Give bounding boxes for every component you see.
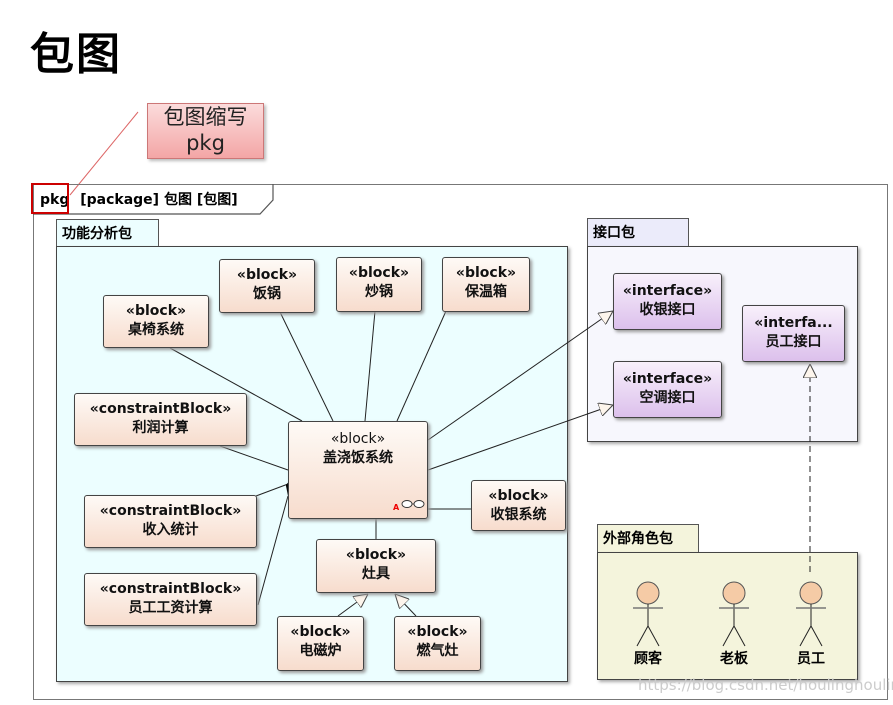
stereotype: «constraintBlock» — [99, 503, 242, 519]
package-actors[interactable] — [597, 552, 858, 680]
block-name: 保温箱 — [465, 284, 507, 300]
stereotype: «block» — [345, 547, 407, 563]
package-name-interface: 接口包 — [593, 225, 635, 241]
diagram-frame — [33, 184, 888, 700]
interface-shouyin[interactable]: «interface» 收银接口 — [613, 273, 722, 330]
stereotype: «constraintBlock» — [89, 401, 232, 417]
block-name: 炒锅 — [365, 284, 393, 300]
stereotype: «block» — [348, 265, 410, 281]
block-zaoju[interactable]: «block» 灶具 — [316, 539, 436, 593]
block-name: 电磁炉 — [299, 643, 342, 659]
package-name-actors: 外部角色包 — [603, 531, 673, 547]
stereotype: «block» — [290, 624, 351, 640]
callout-leader-line — [69, 111, 139, 196]
actor-yuangong[interactable]: 员工 — [797, 651, 825, 667]
actor-laoban[interactable]: 老板 — [720, 651, 748, 667]
stereotype: «interfa... — [754, 315, 833, 331]
block-name: 灶具 — [362, 566, 390, 582]
interface-yuangong[interactable]: «interfa... 员工接口 — [742, 305, 845, 362]
package-tab-interface[interactable]: 接口包 — [587, 218, 689, 247]
block-name: 收银系统 — [490, 507, 547, 523]
frame-name: [package] 包图 [包图] — [80, 192, 238, 208]
block-main[interactable]: «block» 盖浇饭系统 A — [288, 421, 428, 519]
package-tab-actors[interactable]: 外部角色包 — [597, 524, 699, 553]
stereotype: «block» — [488, 488, 549, 504]
stereotype: «block» — [407, 624, 468, 640]
watermark: https://blog.csdn.net/houlinghouling — [638, 676, 893, 694]
stereotype: «block» — [330, 431, 386, 447]
stereotype: «constraintBlock» — [99, 581, 242, 597]
frame-keyword: pkg — [40, 192, 70, 208]
block-fanguo[interactable]: «block» 饭锅 — [219, 259, 315, 313]
callout-line2: pkg — [186, 131, 225, 155]
block-name: 燃气灶 — [416, 643, 459, 659]
stereotype: «block» — [455, 265, 517, 281]
stereotype: «block» — [236, 267, 298, 283]
block-name: 盖浇饭系统 — [323, 450, 393, 466]
block-shouru[interactable]: «constraintBlock» 收入统计 — [84, 495, 257, 548]
block-gongzi[interactable]: «constraintBlock» 员工工资计算 — [84, 573, 257, 626]
block-shouyin[interactable]: «block» 收银系统 — [471, 480, 566, 531]
block-name: 桌椅系统 — [128, 322, 184, 338]
actor-guke[interactable]: 顾客 — [634, 651, 662, 667]
block-ranqizao[interactable]: «block» 燃气灶 — [394, 616, 481, 671]
stereotype: «block» — [125, 303, 187, 319]
package-tab-functional[interactable]: 功能分析包 — [56, 219, 159, 247]
block-diancilu[interactable]: «block» 电磁炉 — [277, 616, 364, 671]
interface-name: 员工接口 — [765, 334, 822, 350]
callout-note: 包图缩写 pkg — [147, 103, 264, 159]
block-lirun[interactable]: «constraintBlock» 利润计算 — [74, 393, 247, 446]
pkg-highlight-box — [31, 183, 69, 214]
adornment-a: A — [393, 503, 400, 512]
block-name: 收入统计 — [142, 522, 199, 538]
interface-name: 收银接口 — [639, 302, 696, 318]
block-chaoguo[interactable]: «block» 炒锅 — [336, 257, 422, 312]
stereotype: «interface» — [622, 283, 713, 299]
block-zhuoyi[interactable]: «block» 桌椅系统 — [103, 295, 209, 348]
stereotype: «interface» — [622, 371, 713, 387]
block-name: 饭锅 — [253, 286, 281, 302]
frame-header: pkg [package] 包图 [包图] — [40, 189, 238, 209]
callout-line1: 包图缩写 — [163, 105, 248, 129]
block-baowenxiang[interactable]: «block» 保温箱 — [442, 257, 530, 312]
block-name: 利润计算 — [132, 420, 189, 436]
interface-kongtiao[interactable]: «interface» 空调接口 — [613, 361, 722, 418]
block-name: 员工工资计算 — [128, 600, 213, 616]
interface-name: 空调接口 — [639, 390, 696, 406]
link-chain-icon — [401, 500, 425, 508]
page-title: 包图 — [30, 29, 122, 80]
package-name-functional: 功能分析包 — [62, 226, 132, 242]
